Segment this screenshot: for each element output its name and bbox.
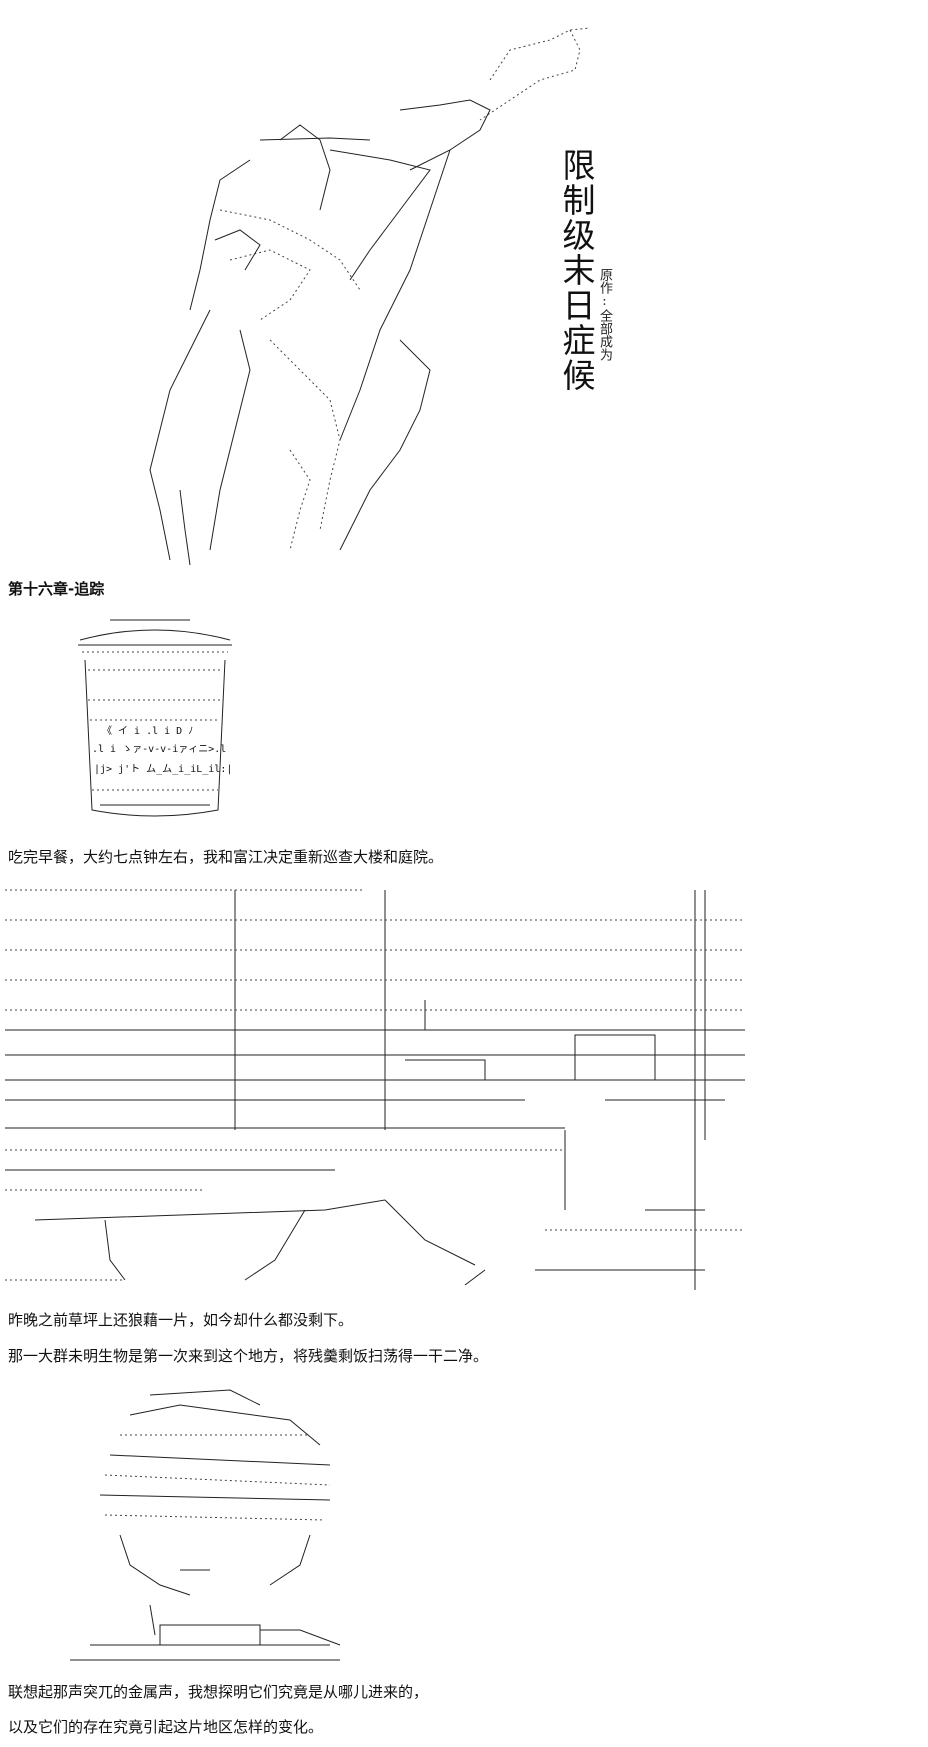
building-illustration [5,880,745,1290]
character-illustration [30,1375,350,1670]
cup-illustration: 《 イ i .l i D ﾉ .l i ゝァ-v-v-iァィニ>.l |j> j… [70,610,240,825]
paragraph-changes: 以及它们的存在究竟引起这片地区怎样的变化。 [8,1718,324,1736]
paragraph-creatures: 那一大群未明生物是第一次来到这个地方，将残羹剩饭扫荡得一干二净。 [8,1347,489,1365]
paragraph-breakfast: 吃完早餐，大约七点钟左右，我和富江决定重新巡查大楼和庭院。 [8,848,444,866]
author-credit: 原作:全部成为 [597,268,612,361]
series-title: 限制级末日症候 [557,148,596,393]
paragraph-lawn: 昨晚之前草坪上还狼藉一片，如今却什么都没剩下。 [8,1311,354,1329]
chapter-heading: 第十六章-追踪 [8,580,105,598]
cup-label-line-3: |j> j'ト ム_ム_i_iL_il:| [94,764,233,775]
cover-illustration [70,10,590,570]
paragraph-metal-sound: 联想起那声突兀的金属声，我想探明它们究竟是从哪儿进来的， [8,1683,429,1701]
cup-label-line-1: 《 イ i .l i D ﾉ [102,726,194,737]
cup-label-line-2: .l i ゝァ-v-v-iァィニ>.l [92,744,227,755]
